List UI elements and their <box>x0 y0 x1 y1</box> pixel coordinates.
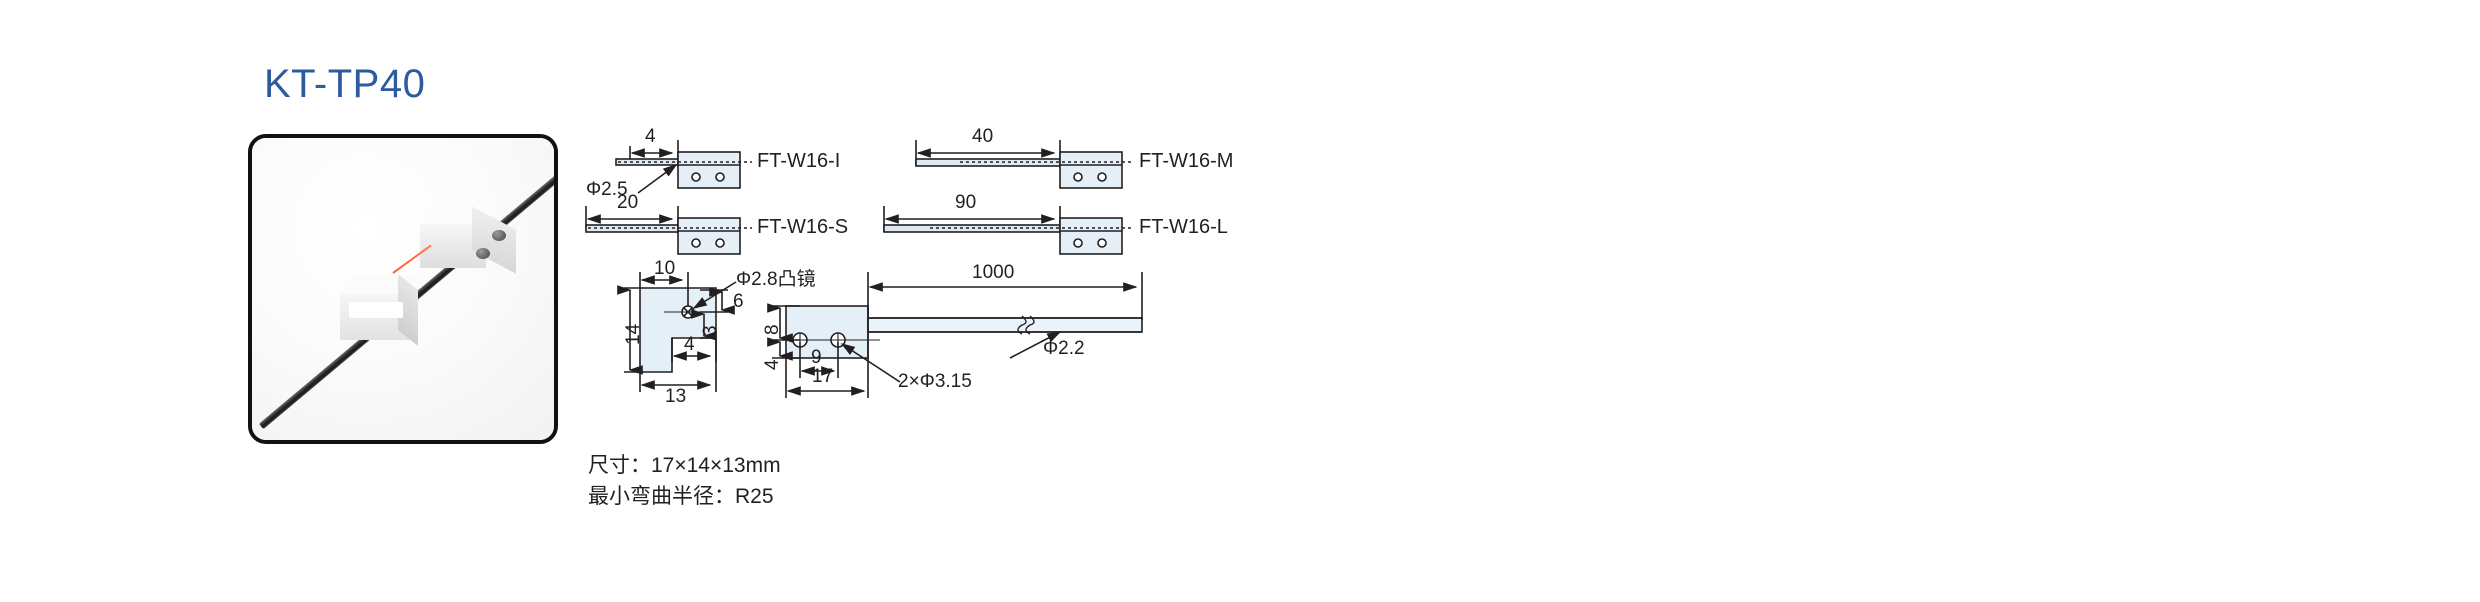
dim-hole-spacing: 9 <box>811 347 822 368</box>
dim-ft-w16-s-length: 20 <box>617 192 639 213</box>
dim-cable-length: 1000 <box>972 262 1015 283</box>
spec-size: 尺寸：17×14×13mm <box>588 454 781 477</box>
mounting-hole <box>476 248 490 259</box>
dim-ft-w16-l-length: 90 <box>955 192 977 213</box>
variant-label-ft-w16-i: FT-W16-I <box>757 150 841 172</box>
mounting-hole <box>492 230 506 241</box>
emitter-block <box>417 202 518 284</box>
variant-label-ft-w16-m: FT-W16-M <box>1139 150 1234 172</box>
product-title: KT-TP40 <box>264 62 426 106</box>
product-photo <box>248 134 558 444</box>
dim-bracket-base-width: 13 <box>665 386 687 407</box>
dim-hole-bottom: 4 <box>762 359 783 370</box>
variant-label-ft-w16-s: FT-W16-S <box>757 216 849 238</box>
callout-fiber-head-diameter: Φ2.5 <box>586 179 628 200</box>
dim-lens-from-top: 6 <box>733 291 744 312</box>
callout-mounting-holes: 2×Φ3.15 <box>898 371 972 392</box>
dim-hole-from-edge: 8 <box>762 324 783 335</box>
dim-plan-total-width: 17 <box>812 366 834 387</box>
spec-text-block: 尺寸：17×14×13mm 最小弯曲半径：R25 <box>588 450 781 512</box>
variant-label-ft-w16-l: FT-W16-L <box>1139 216 1228 238</box>
dim-lens-offset: 3 <box>700 325 721 336</box>
dim-ft-w16-m-length: 40 <box>972 126 994 147</box>
receiver-block <box>337 274 421 348</box>
dim-ft-w16-i-length: 4 <box>645 126 656 147</box>
spec-bend-radius: 最小弯曲半径：R25 <box>588 485 774 508</box>
product-photo-background <box>252 138 554 440</box>
dim-bracket-top-width: 10 <box>654 258 676 279</box>
callout-lens-diameter: Φ2.8凸镜 <box>736 269 816 290</box>
dim-bracket-height: 14 <box>623 323 644 345</box>
dim-bracket-foot: 4 <box>684 334 695 355</box>
callout-cable-diameter: Φ2.2 <box>1043 338 1085 359</box>
